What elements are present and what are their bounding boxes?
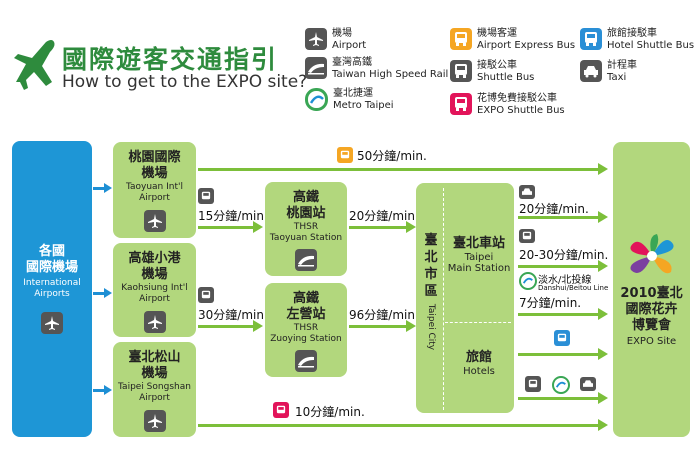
arrow-to-kaohsiung [93,288,112,298]
airport-icon [41,312,63,334]
route-thsr-taoyuan-city [349,221,416,233]
shuttle-bus-icon [525,376,541,392]
metro-icon [305,88,328,111]
taipei-main-station-node: 臺北車站 Taipei Main Station [447,236,511,274]
route-kaohsiung-thsr [198,320,263,332]
route-hotels-expo [518,392,608,404]
page-title: 國際遊客交通指引 [62,45,279,74]
international-airports-node: 各國 國際機場 International Airports [12,141,92,437]
route-taoyuan-thsr [198,221,263,233]
taxi-icon [580,377,596,391]
thsr-icon [295,350,317,372]
expo-bus-icon [450,93,472,115]
thsr-zuoying-node: 高鐵 左營站 THSR Zuoying Station [265,283,347,377]
airport-bus-icon [337,147,353,163]
airport-icon [143,311,166,333]
thsr-icon [305,57,327,79]
shuttle-bus-icon [198,287,214,303]
route-songshan-expo [198,419,608,431]
thsr-taoyuan-node: 高鐵 桃園站 THSR Taoyuan Station [265,182,347,276]
metro-icon [519,272,537,290]
route-label-metro-line-en: Danshui/Beitou Line [538,284,609,292]
hotels-node: 旅館 Hotels [463,350,495,377]
expo-site-node: 2010臺北 國際花卉 博覽會 EXPO Site [613,142,690,437]
airport-icon [305,28,327,50]
route-label-taoyuan-thsr: 15分鐘/min. [198,209,268,223]
taxi-icon [519,185,535,199]
route-main-taxi [518,211,608,223]
taoyuan-airport-node: 桃園國際 機場 Taoyuan Int'l Airport [113,142,196,238]
route-thsr-zuoying-city [349,320,416,332]
arrow-to-songshan [93,385,112,395]
route-label-main-taxi: 20分鐘/min. [519,202,589,216]
expo-bus-icon [273,402,289,418]
taipei-city-node [416,183,514,413]
hotel-bus-icon [554,330,570,346]
plane-logo-icon [14,40,55,90]
airport-bus-icon [450,28,472,50]
route-label-songshan-expo: 10分鐘/min. [295,405,365,419]
airport-icon [143,410,166,432]
route-label-kaohsiung-thsr: 30分鐘/min. [198,308,268,322]
route-main-metro [518,308,608,320]
route-label-main-bus: 20-30分鐘/min. [519,248,609,262]
route-label-metro-line: 淡水/北投線 [538,275,592,286]
route-label-thsr-taoyuan-city: 20分鐘/min. [349,209,419,223]
shuttle-bus-icon [519,229,535,243]
airport-icon [143,210,166,232]
route-label-taoyuan-expo: 50分鐘/min. [357,149,427,163]
songshan-airport-node: 臺北松山 機場 Taipei Songshan Airport [113,342,196,437]
route-main-bus [518,260,608,272]
taipei-city-label: 臺北市區 [424,233,438,299]
route-label-thsr-zuoying-city: 96分鐘/min. [349,308,419,322]
route-label-main-metro: 7分鐘/min. [519,296,582,310]
kaohsiung-airport-node: 高雄小港 機場 Kaohsiung Int'l Airport [113,243,196,337]
page-subtitle: How to get to the EXPO site? [62,72,308,92]
route-hotel-shuttle [518,348,608,360]
expo-flower-logo-icon [629,234,674,274]
taipei-city-label-en: Taipei City [426,303,436,351]
hotel-bus-icon [580,28,602,50]
arrow-to-taoyuan [93,183,112,193]
shuttle-bus-icon [198,188,214,204]
route-taoyuan-expo [198,163,608,175]
city-divider-horizontal [445,322,511,324]
city-divider-vertical [443,188,445,410]
shuttle-bus-icon [450,60,472,82]
metro-icon [552,376,570,394]
thsr-icon [295,249,317,271]
taxi-icon [580,60,602,82]
